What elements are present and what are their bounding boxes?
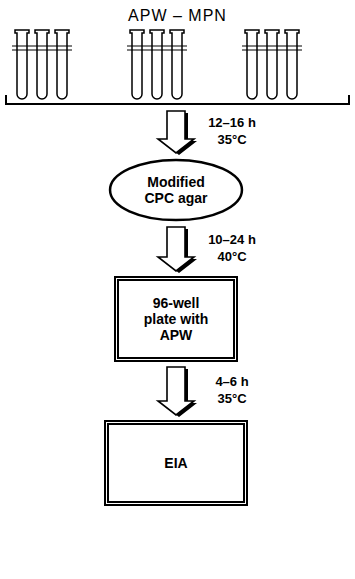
arrow-body: [158, 227, 194, 271]
edge-label: 12–16 h 35°C: [202, 115, 262, 149]
block-arrow: [158, 227, 197, 273]
petri-dish-ellipse: Modified CPC agar: [108, 158, 244, 222]
node-text: EIA: [164, 455, 187, 471]
tube-rack: APW – MPN: [5, 4, 350, 106]
arrow-body: [158, 367, 194, 415]
tubes: [15, 30, 299, 99]
node-text: 96-well plate with APW: [135, 295, 217, 343]
arrow-body: [158, 111, 194, 153]
node-text: APW – MPN: [128, 7, 227, 25]
edge-label: 10–24 h 40°C: [202, 232, 262, 266]
rack-bars: [12, 46, 302, 50]
node-text: Modified CPC agar: [137, 174, 215, 206]
edge-label: 4–6 h 35°C: [202, 374, 262, 408]
block-arrow: [158, 367, 197, 417]
eia-box: EIA: [104, 420, 248, 506]
rack-base: [6, 95, 349, 104]
block-arrow: [158, 111, 197, 155]
plate-box: 96-well plate with APW: [114, 276, 238, 362]
